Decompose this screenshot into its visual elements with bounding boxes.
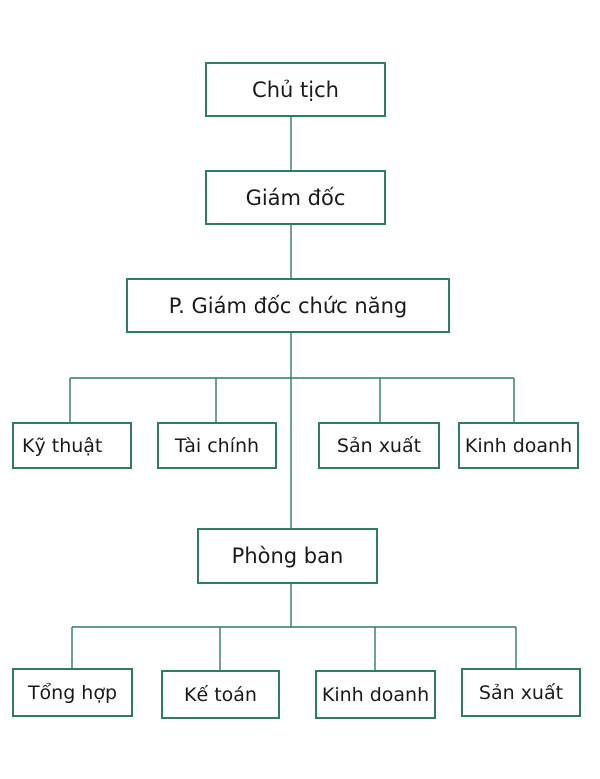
deputy-director-label: P. Giám đốc chức năng [168, 293, 408, 318]
director-label: Giám đốc [245, 185, 346, 210]
dept-label-tong-hop: Tổng hợp [27, 681, 118, 704]
function-box-tai-chinh: Tài chính [157, 422, 277, 469]
function-box-ky-thuat: Kỹ thuật [12, 422, 132, 469]
function-label-san-xuat: Sản xuất [336, 434, 422, 457]
function-label-tai-chinh: Tài chính [174, 434, 260, 457]
function-label-kinh-doanh: Kinh doanh [464, 434, 573, 457]
departments-box: Phòng ban [197, 528, 378, 584]
chairman-box: Chủ tịch [205, 62, 386, 117]
deputy-director-box: P. Giám đốc chức năng [126, 278, 450, 333]
director-box: Giám đốc [205, 170, 386, 225]
dept-box-kinh-doanh: Kinh doanh [315, 670, 436, 719]
departments-label: Phòng ban [231, 544, 344, 568]
dept-box-tong-hop: Tổng hợp [12, 668, 133, 717]
dept-label-kinh-doanh: Kinh doanh [321, 683, 430, 706]
dept-box-san-xuat: Sản xuất [461, 668, 581, 717]
dept-box-ke-toan: Kế toán [161, 670, 280, 719]
function-box-san-xuat: Sản xuất [318, 422, 440, 469]
chairman-label: Chủ tịch [252, 77, 339, 102]
function-label-ky-thuat: Kỹ thuật [22, 434, 103, 457]
dept-label-ke-toan: Kế toán [184, 683, 257, 706]
dept-label-san-xuat: Sản xuất [478, 681, 564, 704]
function-box-kinh-doanh: Kinh doanh [458, 422, 579, 469]
